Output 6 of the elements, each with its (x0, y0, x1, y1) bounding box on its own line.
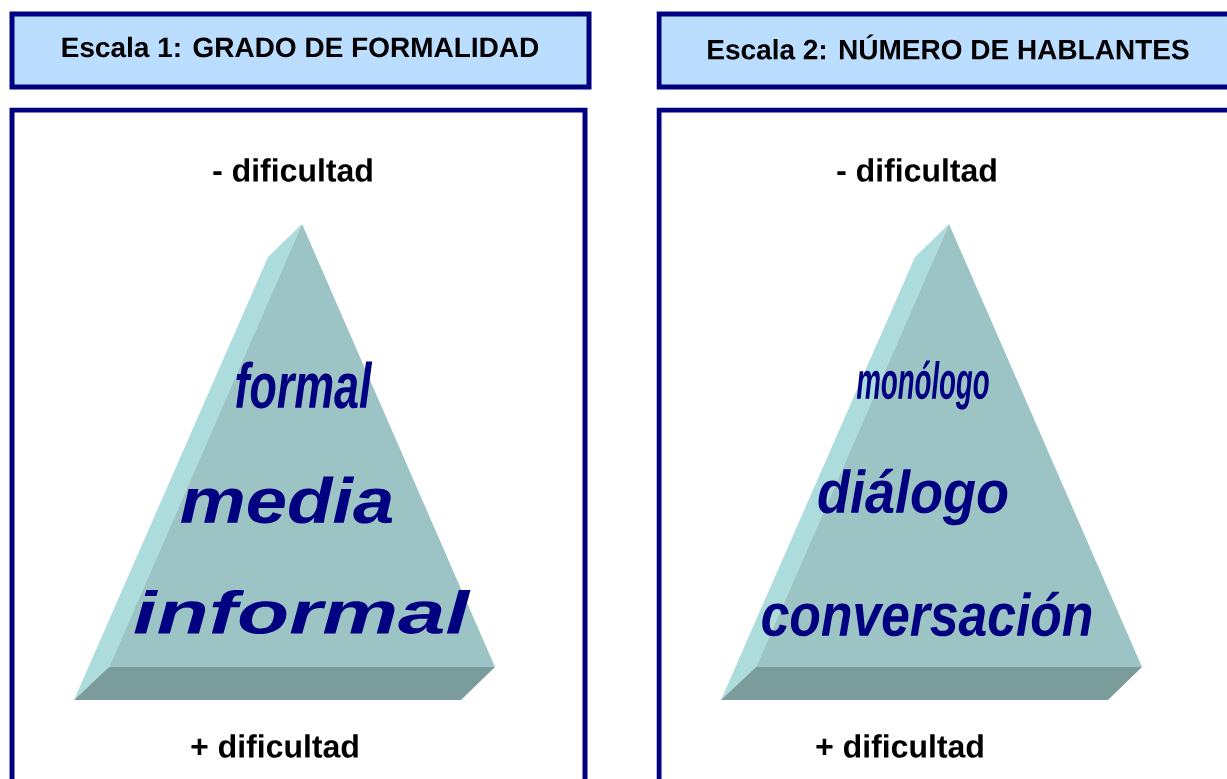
header-box: Escala 2: NÚMERO DE HABLANTES (656, 11, 1227, 90)
difficulty-label: + dificultad (191, 734, 358, 758)
header-box: Escala 1: GRADO DE FORMALIDAD (9, 11, 592, 90)
difficulty-label: + dificultad (816, 734, 983, 758)
difficulty-label: - dificultad (837, 158, 996, 182)
difficulty-label: - dificultad (213, 158, 372, 182)
